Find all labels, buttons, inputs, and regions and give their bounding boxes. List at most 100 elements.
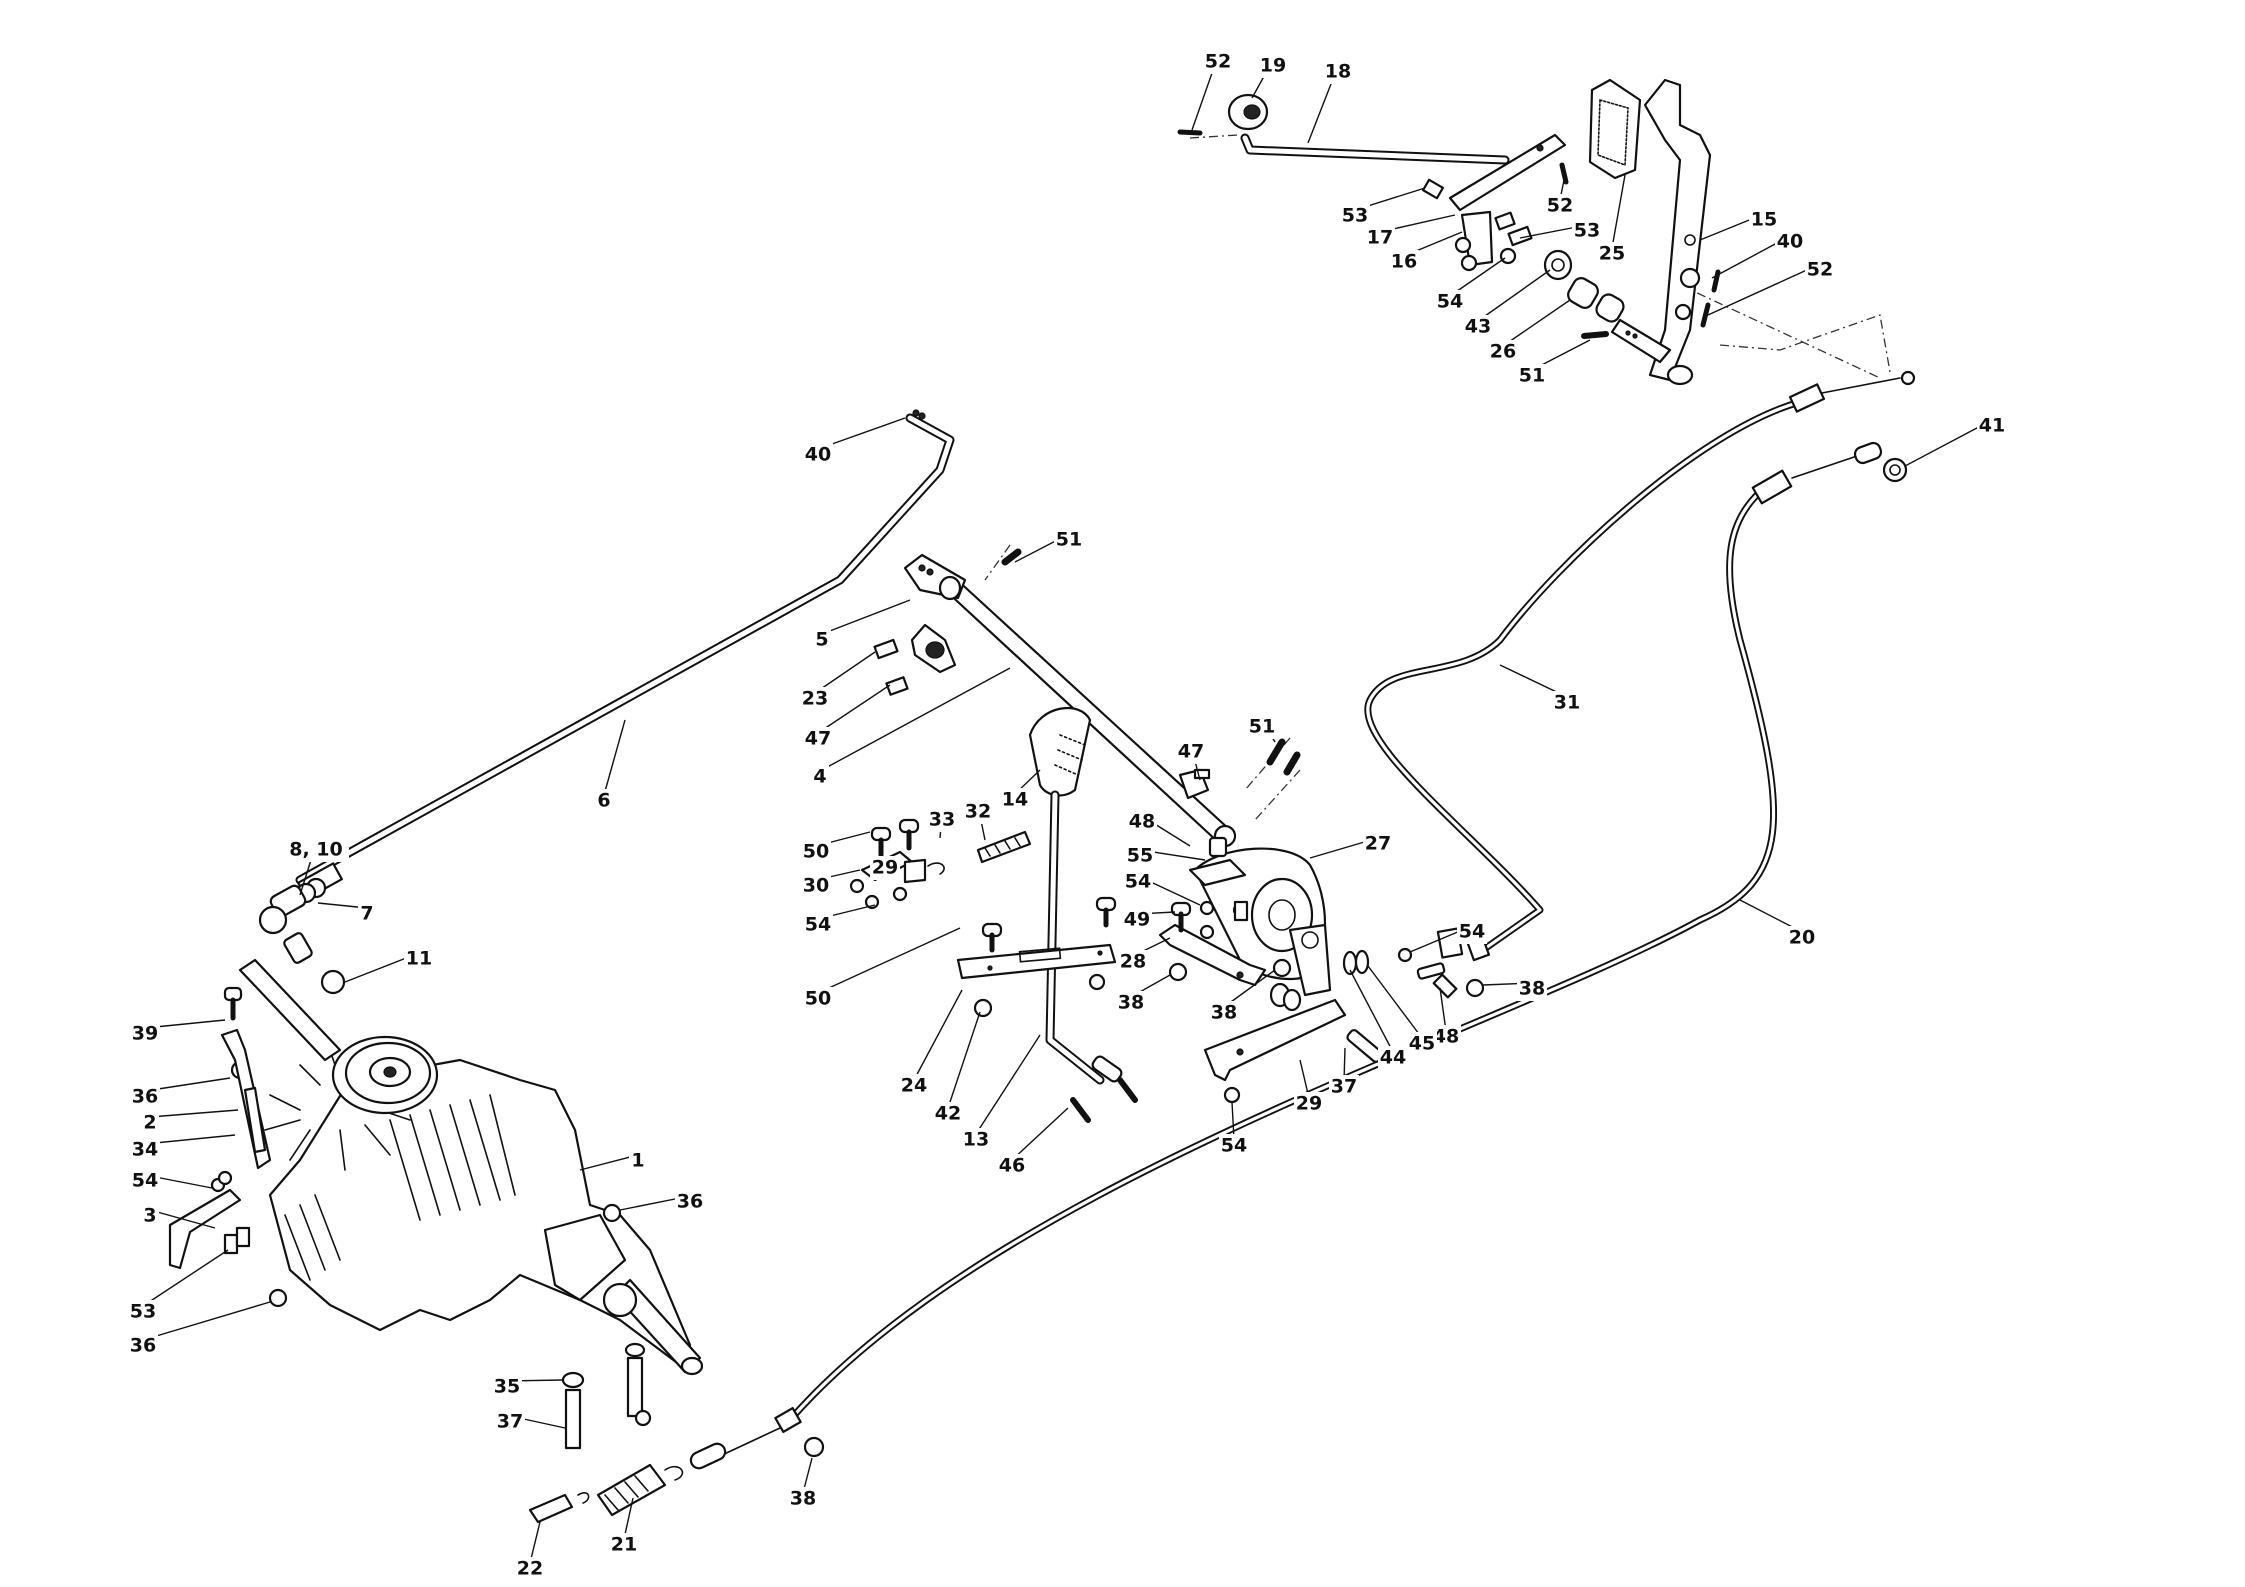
callout-leader-line — [529, 1521, 541, 1564]
callout-leader-line — [817, 684, 891, 734]
callout-36: 36 — [128, 1301, 271, 1358]
callout-background — [1118, 950, 1148, 974]
callout-54: 54 — [130, 1169, 213, 1193]
callout-number: 42 — [935, 1103, 961, 1125]
callout-number: 38 — [1118, 992, 1144, 1014]
callout-number: 15 — [1751, 209, 1777, 231]
callout-background — [1329, 1075, 1359, 1099]
callout-53: 53 — [1340, 187, 1426, 228]
callout-background — [927, 808, 957, 832]
callout-number: 39 — [132, 1023, 158, 1045]
callout-leader-line — [1367, 965, 1423, 1039]
callout-49: 49 — [1122, 908, 1176, 932]
callout-19: 19 — [1251, 54, 1288, 99]
callout-number: 37 — [497, 1411, 523, 1433]
callout-background — [1545, 194, 1575, 218]
callout-background — [1054, 528, 1084, 552]
callout-number: 54 — [132, 1170, 158, 1192]
callout-background — [961, 1128, 991, 1152]
callout-background — [1775, 230, 1805, 254]
callout-leader-line — [1299, 1059, 1310, 1099]
callout-background — [675, 1190, 705, 1214]
callout-number: 3 — [143, 1205, 156, 1227]
callout-background — [515, 1557, 545, 1581]
callout-background — [803, 727, 833, 751]
callout-number: 38 — [790, 1488, 816, 1510]
callout-background — [1247, 715, 1277, 739]
callout-background — [788, 1487, 818, 1511]
callout-1: 1 — [579, 1149, 647, 1173]
callout-number: 34 — [132, 1139, 158, 1161]
callout-leader-line — [819, 667, 1011, 772]
callout-3: 3 — [141, 1204, 216, 1229]
callout-number: 47 — [1178, 741, 1204, 763]
callout-leader-line — [1477, 269, 1551, 322]
callout-25: 25 — [1597, 174, 1627, 266]
callout-46: 46 — [997, 1107, 1069, 1178]
callout-number: 36 — [132, 1086, 158, 1108]
callout-leader-line — [913, 989, 963, 1081]
callout-29: 29 — [1294, 1059, 1324, 1116]
callout-number: 18 — [1325, 61, 1351, 83]
callout-6: 6 — [595, 719, 626, 813]
callout-48: 48 — [1127, 810, 1191, 847]
callout-50: 50 — [803, 927, 961, 1011]
callout-background — [1435, 290, 1465, 314]
callout-number: 22 — [517, 1558, 543, 1580]
callout-background — [800, 687, 830, 711]
callout-number: 54 — [1437, 291, 1463, 313]
callout-22: 22 — [515, 1521, 545, 1581]
callout-leader-line — [1223, 969, 1276, 1008]
callout-16: 16 — [1389, 231, 1463, 274]
callout-background — [1209, 1001, 1239, 1025]
callout-leader-line — [623, 1497, 634, 1540]
callout-54: 54 — [1123, 870, 1201, 906]
callout-number: 40 — [805, 444, 831, 466]
callout-background — [1463, 315, 1493, 339]
callout-14: 14 — [1000, 769, 1041, 812]
callout-background — [1258, 54, 1288, 78]
callout-number: 31 — [1554, 692, 1580, 714]
callout-background — [1123, 870, 1153, 894]
callout-background — [997, 1154, 1027, 1178]
callout-34: 34 — [130, 1134, 236, 1162]
callout-number: 55 — [1127, 845, 1153, 867]
callout-background — [803, 913, 833, 937]
callout-number: 35 — [494, 1376, 520, 1398]
callout-leader-line — [947, 1011, 981, 1109]
callout-background — [813, 628, 831, 652]
callout-number: 14 — [1002, 789, 1028, 811]
callout-number: 54 — [805, 914, 831, 936]
callout-number: 40 — [1777, 231, 1803, 253]
callout-background — [1122, 908, 1152, 932]
callout-number: 48 — [1129, 811, 1155, 833]
callout-background — [1552, 691, 1582, 715]
callout-number: 38 — [1211, 1002, 1237, 1024]
callout-background — [492, 1375, 522, 1399]
callout-number: 47 — [805, 728, 831, 750]
callout-background — [1517, 977, 1547, 1001]
callout-42: 42 — [933, 1011, 981, 1126]
callout-54: 54 — [1435, 257, 1506, 314]
callout-leader-line — [603, 719, 626, 796]
callout-background — [1176, 740, 1206, 764]
callout-51: 51 — [1014, 528, 1084, 563]
callout-54: 54 — [1219, 1101, 1249, 1158]
callout-leader-line — [149, 1109, 239, 1118]
callout-33: 33 — [927, 808, 957, 839]
callout-background — [1749, 208, 1779, 232]
callout-number: 36 — [130, 1335, 156, 1357]
callout-47: 47 — [1176, 740, 1206, 781]
callout-leader-line — [1502, 299, 1571, 347]
callout-4: 4 — [811, 667, 1011, 789]
callout-number: 54 — [1125, 871, 1151, 893]
callout-55: 55 — [1125, 844, 1206, 868]
callout-leader-line — [1707, 263, 1821, 316]
callout-11: 11 — [344, 947, 434, 983]
callout-background — [130, 1138, 160, 1162]
callout-number: 7 — [360, 903, 373, 925]
callout-leader-line — [579, 1154, 639, 1171]
callout-number: 46 — [999, 1155, 1025, 1177]
callout-number: 54 — [1221, 1135, 1247, 1157]
